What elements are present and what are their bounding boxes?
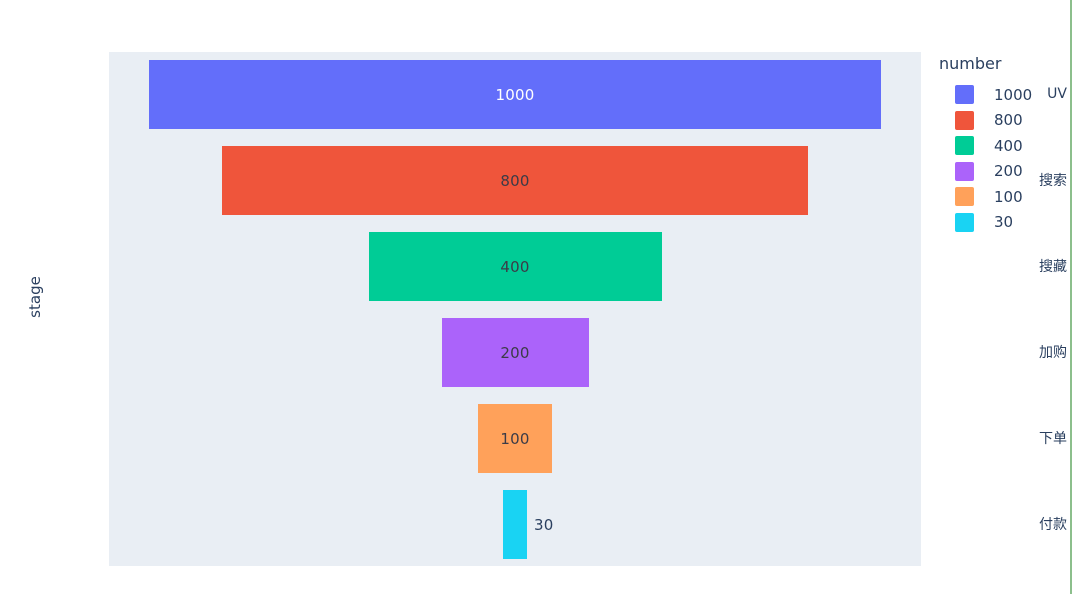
funnel-bar-value-search: 800 <box>500 171 530 190</box>
funnel-bar-value-addcart: 200 <box>500 343 530 362</box>
legend-swatch-icon <box>955 85 974 105</box>
funnel-bar-value-uv: 1000 <box>495 85 535 104</box>
legend-swatch-icon <box>955 136 974 156</box>
y-tick-search: 搜索 <box>1039 173 1067 189</box>
funnel-row-search: 800 <box>109 146 921 215</box>
legend-item-30[interactable]: 30 <box>939 210 1069 236</box>
funnel-row-addcart: 200 <box>109 318 921 387</box>
legend: number 1000 800 400 200 100 30 <box>939 56 1069 235</box>
y-tick-collect: 搜藏 <box>1039 259 1067 275</box>
funnel-row-order: 100 <box>109 404 921 473</box>
funnel-bar-value-pay: 30 <box>534 515 554 534</box>
funnel-row-pay: 30 <box>109 490 921 559</box>
legend-title: number <box>939 54 1002 73</box>
legend-label: 400 <box>994 136 1023 155</box>
y-axis-title: stage <box>25 276 44 318</box>
funnel-bar-search[interactable]: 800 <box>222 146 808 215</box>
funnel-row-uv: 1000 <box>109 60 921 129</box>
funnel-bar-value-collect: 400 <box>500 257 530 276</box>
funnel-bar-uv[interactable]: 1000 <box>149 60 881 129</box>
y-tick-addcart: 加购 <box>1039 345 1067 361</box>
legend-swatch-icon <box>955 110 974 130</box>
legend-item-100[interactable]: 100 <box>939 184 1069 210</box>
funnel-bar-addcart[interactable]: 200 <box>441 318 589 387</box>
right-edge-rule <box>1070 0 1072 594</box>
legend-swatch-icon <box>955 212 974 232</box>
legend-label: 200 <box>994 162 1023 181</box>
legend-item-200[interactable]: 200 <box>939 159 1069 185</box>
legend-label: 800 <box>994 111 1023 130</box>
plot-area: 1000 800 400 200 100 30 <box>109 52 921 566</box>
legend-label: 100 <box>994 187 1023 206</box>
funnel-bar-pay[interactable]: 30 <box>503 490 553 559</box>
legend-item-400[interactable]: 400 <box>939 133 1069 159</box>
legend-label: 1000 <box>994 85 1033 104</box>
legend-item-1000[interactable]: 1000 <box>939 82 1069 108</box>
funnel-bar-value-order: 100 <box>500 429 530 448</box>
funnel-bar-order[interactable]: 100 <box>478 404 552 473</box>
legend-swatch-icon <box>955 187 974 207</box>
legend-label: 30 <box>994 213 1014 232</box>
funnel-row-collect: 400 <box>109 232 921 301</box>
legend-swatch-icon <box>955 161 974 181</box>
legend-item-800[interactable]: 800 <box>939 108 1069 134</box>
y-tick-pay: 付款 <box>1039 517 1067 533</box>
y-tick-order: 下单 <box>1039 431 1067 447</box>
funnel-bar-collect[interactable]: 400 <box>368 232 662 301</box>
y-tick-uv: UV <box>1047 86 1067 102</box>
